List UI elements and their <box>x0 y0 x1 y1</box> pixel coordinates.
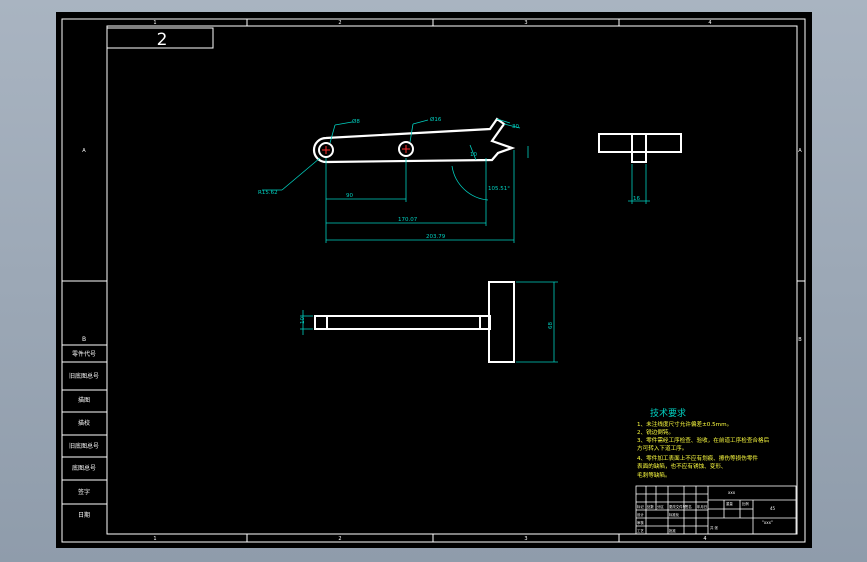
inner-border <box>106 25 798 535</box>
left-cell-old-total: 旧底图总号 <box>69 372 99 380</box>
note-line-4: 方可转入下道工序。 <box>637 444 687 452</box>
tb-std: 标准化 <box>669 512 680 517</box>
zone-left-a: A <box>82 148 86 154</box>
left-cell-zone-b: B <box>82 336 86 343</box>
zone-right-a: A <box>798 148 802 154</box>
dim-tee-width: 68 <box>548 322 554 329</box>
link-dimensions <box>262 118 529 243</box>
note-line-7: 毛刺等缺陷。 <box>637 471 671 479</box>
note-line-1: 1、未注线度尺寸允许偏差±0.5mm。 <box>637 420 732 428</box>
left-cell-date: 日期 <box>78 511 90 519</box>
note-line-5: 4、零件加工表面上不应有划痕、擦伤等损伤零件 <box>637 454 758 462</box>
zone-bottom-3: 3 <box>524 536 527 542</box>
link-hole-mid <box>398 141 414 157</box>
tb-drawing-code: "xxx" <box>762 520 773 525</box>
link-hole-left <box>318 142 334 158</box>
tb-weight: 重量 <box>726 501 733 506</box>
note-line-3: 3、零件需经工序检查、验收，在前道工序检查合格后 <box>637 436 770 444</box>
zone-ticks <box>246 19 805 542</box>
dim-tip-angle: 105.51° <box>488 186 510 192</box>
tb-material: 45 <box>770 506 776 511</box>
tb-approve: 批准 <box>669 528 676 533</box>
zone-top-4: 4 <box>708 20 711 26</box>
tb-zone: 分区 <box>657 504 664 509</box>
left-cell-trace-check: 描校 <box>78 419 90 427</box>
center-marks <box>322 145 410 154</box>
tb-design: 设计 <box>637 512 644 517</box>
side-dimensions <box>628 164 650 204</box>
dim-tee-height: 10 <box>300 317 306 324</box>
zone-top-2: 2 <box>338 20 341 26</box>
dim-end-radius: R15.62 <box>258 190 278 196</box>
zone-bottom-4: 4 <box>703 536 706 542</box>
dim-len-170: 170.07 <box>398 217 418 223</box>
notes-title: 技术要求 <box>650 407 686 419</box>
note-line-2: 2、锐边倒钝。 <box>637 428 674 436</box>
zone-bottom-2: 2 <box>338 536 341 542</box>
left-cell-part-code: 零件代号 <box>72 350 96 358</box>
dim-len-203: 203.79 <box>426 234 446 240</box>
left-column-table <box>62 280 107 505</box>
dim-side-width: 16 <box>633 196 640 202</box>
note-line-6: 表面的缺陷，也不应有锈蚀、变形、 <box>637 462 727 470</box>
tb-review: 审核 <box>637 520 644 525</box>
dim-tip-30: 30 <box>512 124 519 130</box>
tb-count: 处数 <box>647 504 654 509</box>
dim-hole-left: Ø8 <box>352 118 360 125</box>
left-cell-base-total: 底图总号 <box>72 464 96 472</box>
side-view <box>598 133 682 163</box>
tb-header-right: xxx <box>728 490 736 495</box>
zone-right-b: B <box>798 337 802 343</box>
left-cell-sign: 签字 <box>78 488 90 496</box>
left-cell-old-total-2: 旧底图总号 <box>69 442 99 450</box>
tb-doc: 更改文件号 <box>669 504 687 509</box>
dim-tip-10: 10 <box>470 152 477 158</box>
zone-bottom-1: 1 <box>153 536 156 542</box>
tb-marks: 标记 <box>637 504 644 509</box>
page-number-box <box>106 27 214 49</box>
top-view <box>314 281 515 363</box>
drawing-sheet <box>56 12 812 548</box>
tb-date: 年月日 <box>697 504 707 509</box>
zone-top-1: 1 <box>153 20 156 26</box>
zone-top-3: 3 <box>524 20 527 26</box>
dim-hole-mid: Ø16 <box>430 116 442 123</box>
tb-scale: 比例 <box>742 501 749 506</box>
tb-process: 工艺 <box>637 528 644 533</box>
left-cell-trace: 描图 <box>78 396 90 404</box>
page-number: 2 <box>157 30 168 50</box>
top-dimensions <box>300 281 558 363</box>
tb-sign: 签名 <box>685 504 692 509</box>
title-block <box>635 485 797 535</box>
dim-len-90: 90 <box>346 193 353 199</box>
tb-sheets: 共 张 <box>710 525 718 530</box>
